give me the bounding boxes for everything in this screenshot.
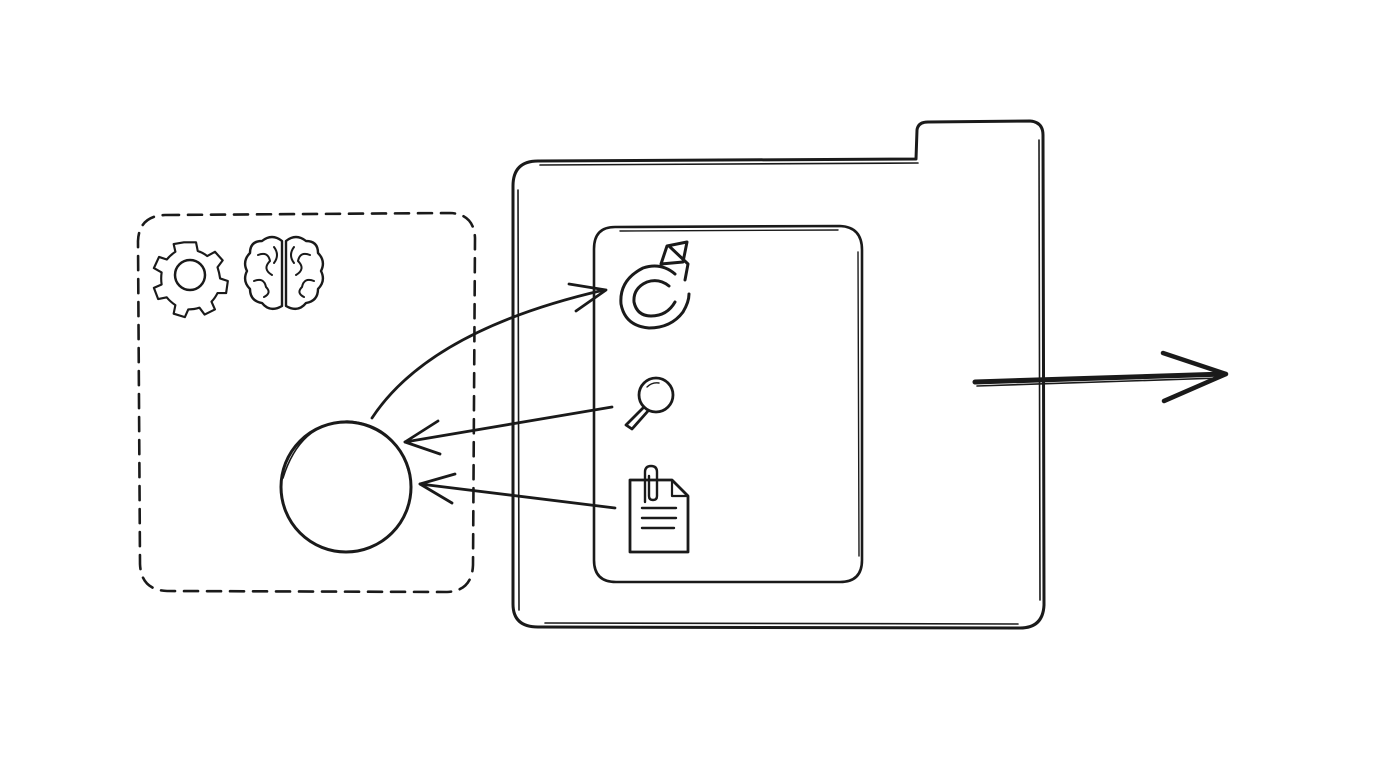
agent-boundary-box <box>136 211 477 594</box>
arrow-search-to-agent <box>403 405 614 456</box>
brain-icon <box>243 235 325 311</box>
search-icon <box>624 376 675 431</box>
tool-container <box>511 119 1046 630</box>
gear-icon <box>152 241 229 319</box>
refresh-icon <box>619 240 691 330</box>
output-arrow <box>972 350 1229 404</box>
document-icon <box>628 464 690 554</box>
agent-node <box>279 420 413 554</box>
arrow-document-to-agent <box>418 472 617 510</box>
tool-panel <box>592 224 864 584</box>
arrow-agent-to-refresh <box>370 282 608 420</box>
